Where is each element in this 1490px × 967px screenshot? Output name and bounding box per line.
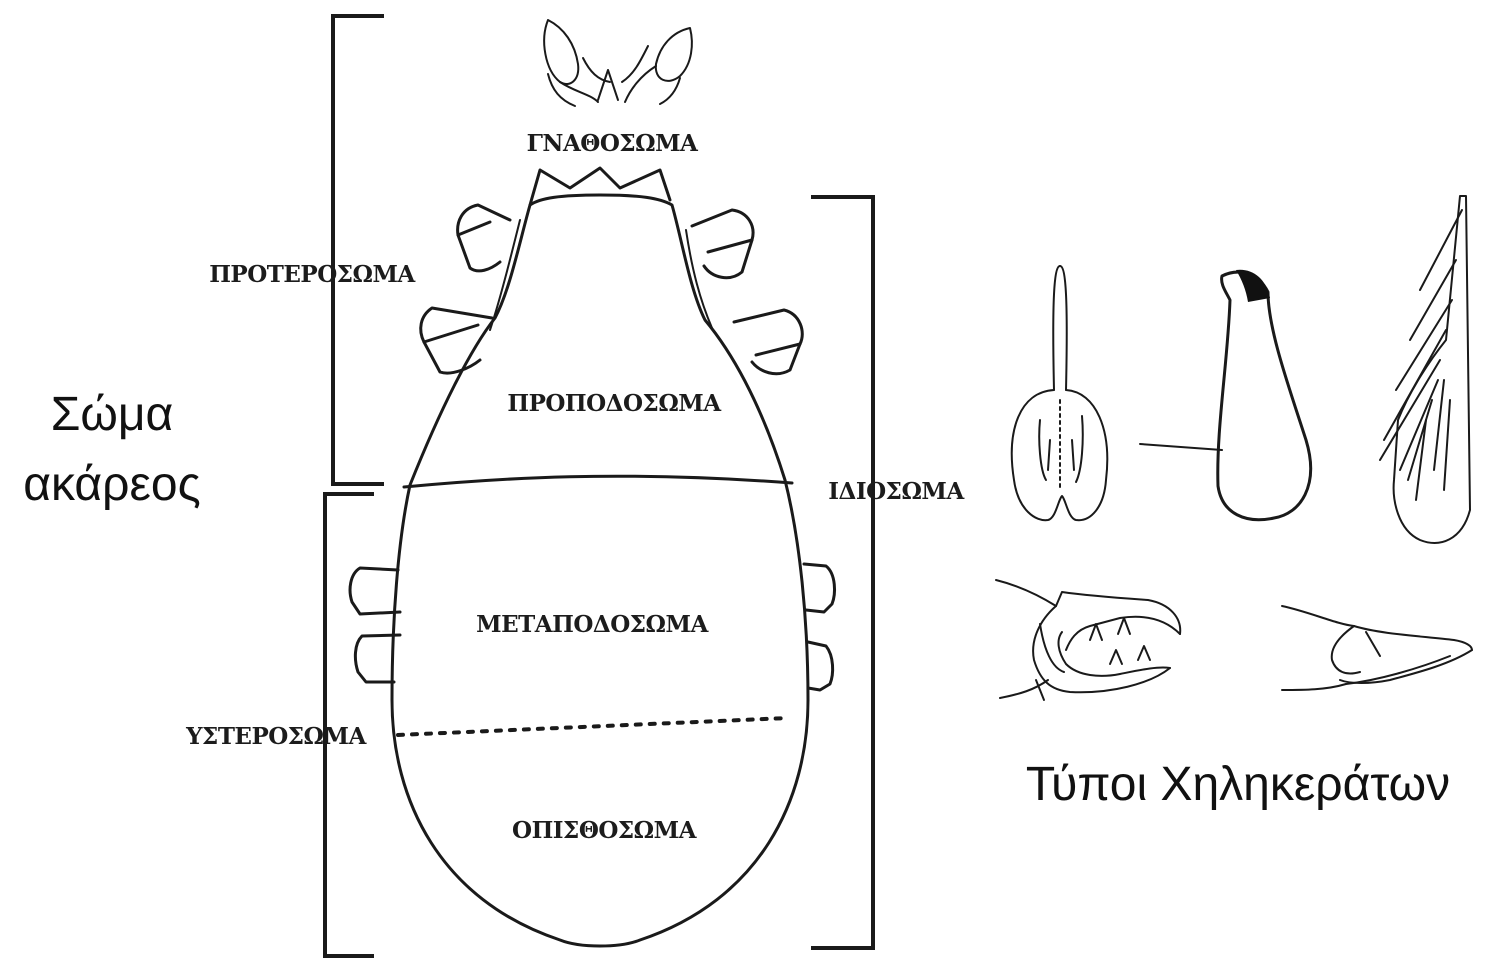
label-hysterosoma: ΥΣΤΕΡΟΣΩΜΑ xyxy=(185,723,367,750)
chelicera-bristle-type xyxy=(1380,196,1470,543)
body-caption-line2: ακάρεος xyxy=(23,458,200,511)
label-idiosoma: ΙΔΙΟΣΩΜΑ xyxy=(828,478,965,505)
chelicerae-caption: Τύποι Χηληκεράτων xyxy=(1026,758,1450,811)
label-gnathosoma: ΓΝΑΘΟΣΩΜΑ xyxy=(527,130,699,157)
label-opisthosoma: ΟΠΙΣΘΟΣΩΜΑ xyxy=(512,817,698,844)
body-caption-line1: Σώμα xyxy=(51,388,174,441)
postpedal-dotted-line xyxy=(398,718,788,735)
propodosoma-inner-left xyxy=(490,220,520,330)
chelicera-stylet-type xyxy=(1012,266,1107,520)
label-proterosoma: ΠΡΟΤΕΡΟΣΩΜΑ xyxy=(209,261,416,288)
label-propodosoma: ΠΡΟΠΟΔΟΣΩΜΑ xyxy=(507,390,722,417)
sejugal-line xyxy=(404,476,792,487)
chelicera-hooked-type xyxy=(1140,270,1311,520)
legs-right xyxy=(692,210,834,690)
proterosoma-bracket xyxy=(333,16,382,484)
gnathosoma-mouthparts xyxy=(544,20,692,106)
label-metapodosoma: ΜΕΤΑΠΟΔΟΣΩΜΑ xyxy=(476,611,709,638)
chelicera-chelate-type-1 xyxy=(996,580,1180,700)
mite-body xyxy=(350,20,834,946)
chelicera-chelate-type-2 xyxy=(1282,606,1472,690)
idiosoma-bracket xyxy=(813,197,873,948)
